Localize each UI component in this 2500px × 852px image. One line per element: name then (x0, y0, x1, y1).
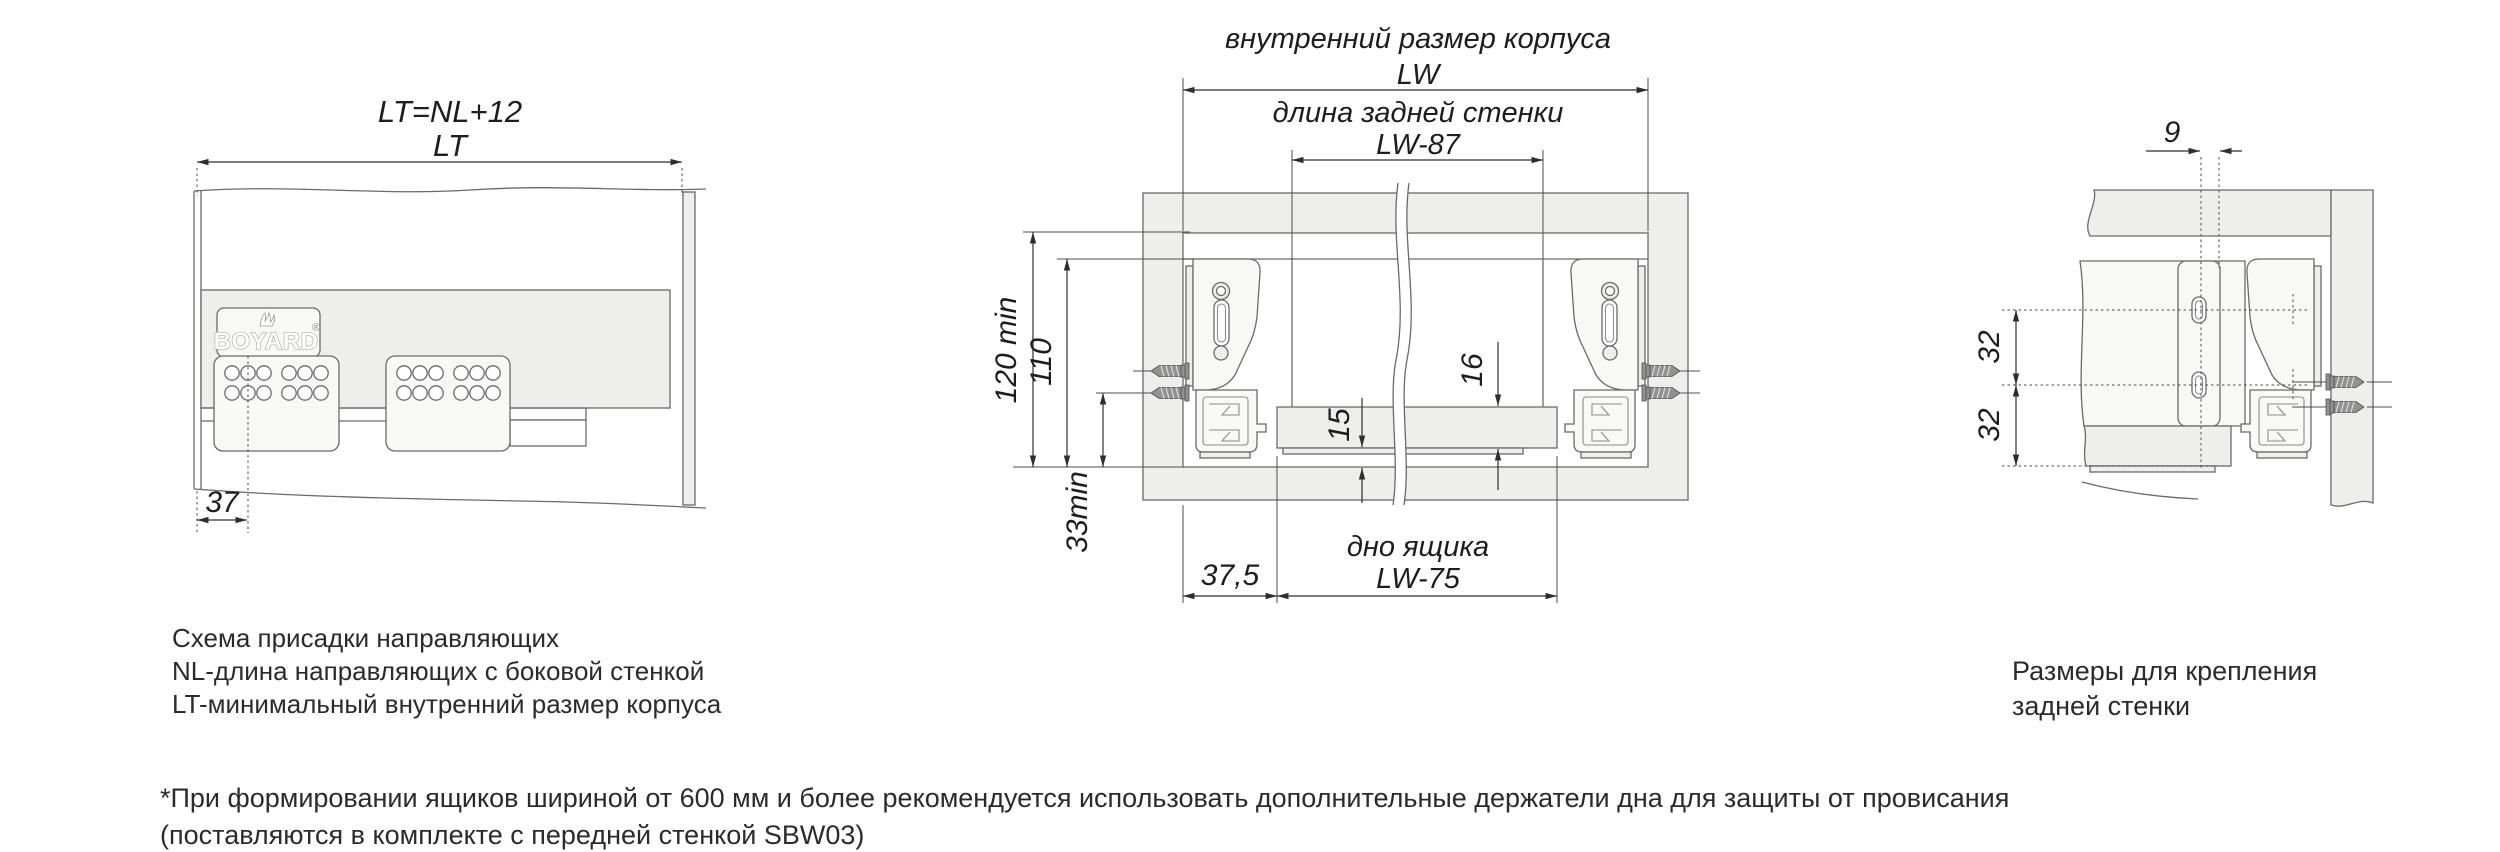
caption-line: задней стенки (2012, 691, 2191, 721)
back-wall-bracket (2177, 260, 2221, 427)
drilling-plate-front (213, 355, 340, 452)
caption-line: Схема присадки направляющих (172, 623, 560, 653)
back-panel-strip (2330, 189, 2374, 507)
caption-line: NL-длина направляющих с боковой стенкой (172, 656, 705, 686)
middle-diagram-cross-section: внутренний размер корпуса LW длина задне… (990, 23, 1700, 603)
dim-label-lw: LW (1397, 59, 1442, 91)
panel-break-line-top (193, 187, 707, 193)
label-inner-cabinet-size: внутренний размер корпуса (1225, 23, 1611, 55)
dim-label-37: 37 (205, 486, 240, 519)
dim-label-120min: 120 min (990, 297, 1023, 404)
footnote: *При формировании ящиков шириной от 600 … (160, 780, 2009, 852)
dim-label-9: 9 (2164, 116, 2181, 149)
footnote-line: *При формировании ящиков шириной от 600 … (160, 783, 2010, 813)
cabinet-top-panel (2087, 189, 2332, 237)
panel-break-line-bottom (193, 488, 707, 509)
break-line-bottom (2081, 481, 2199, 500)
rail-step (510, 407, 587, 421)
dim-label-lt: LT (433, 128, 469, 163)
dimension-9: 9 (2146, 116, 2242, 470)
brand-logo: BOYARD (214, 328, 319, 355)
caption-line: LT-минимальный внутренний размер корпуса (172, 689, 722, 719)
dim-label-lw87: LW-87 (1376, 129, 1462, 161)
slide-adjustment-holes-left (1211, 281, 1231, 361)
drawer-bottom-lip-rear (2089, 465, 2216, 473)
dimension-lw75: дно ящика LW-75 (1277, 456, 1558, 603)
dim-label-15: 15 (1323, 408, 1356, 442)
drawer-bottom-panel (1276, 406, 1558, 449)
dim-label-lw75: LW-75 (1376, 563, 1461, 595)
right-diagram-back-wall-mounting: 9 32 32 (1973, 116, 2392, 507)
flame-icon (259, 311, 276, 327)
dimension-120min: 120 min (990, 231, 1190, 468)
dim-label-37-5: 37,5 (1201, 559, 1260, 592)
registered-mark: ® (312, 322, 320, 334)
dimension-15: 15 (1323, 398, 1366, 503)
dimension-16: 16 (1456, 342, 1502, 490)
break-gap (1393, 183, 1412, 505)
break-line (1392, 182, 1401, 506)
dimension-lw87: длина задней стенки LW-87 (1273, 97, 1564, 259)
boyard-logo-plate: BOYARD ® (213, 307, 321, 358)
slide-adjustment-holes-right (1600, 281, 1620, 361)
dim-label-16: 16 (1456, 353, 1489, 387)
caption-line: Размеры для крепления (2012, 656, 2318, 686)
cabinet-wall-strip (682, 191, 696, 506)
dim-label-33min: 33min (1061, 471, 1094, 553)
label-back-wall-length: длина задней стенки (1273, 97, 1564, 129)
dimension-lt: LT=NL+12 LT (196, 94, 683, 196)
break-line (1403, 182, 1412, 506)
drawer-slide-profile-rear (2240, 258, 2322, 459)
label-drawer-bottom: дно ящика (1347, 531, 1489, 563)
drawer-bottom-panel-rear (2083, 425, 2232, 467)
footnote-line: (поставляются в комплекте с передней сте… (160, 820, 865, 850)
left-diagram-caption: Схема присадки направляющих NL-длина нап… (172, 622, 721, 721)
dimension-110: 110 (1025, 258, 1193, 467)
left-diagram-drilling-scheme: BOYARD ® LT=NL+12 LT 3 (193, 94, 707, 533)
dimension-lw: внутренний размер корпуса LW (1182, 23, 1649, 231)
dim-label-110: 110 (1025, 338, 1058, 386)
bracket-plate (2177, 260, 2221, 427)
dim-label-32-upper: 32 (1973, 330, 2006, 364)
dim-label-32-lower: 32 (1973, 408, 2006, 442)
dimension-37-5: 37,5 (1182, 456, 1278, 603)
dimension-32-pair: 32 32 (1973, 309, 2282, 467)
dimension-33min: 33min (1061, 393, 1107, 553)
dimension-37: 37 (196, 486, 247, 532)
drilling-plate-rear (385, 355, 511, 452)
rail-rear-bracket (509, 419, 587, 447)
dim-label-lt-formula: LT=NL+12 (378, 94, 522, 129)
right-diagram-caption: Размеры для крепления задней стенки (2012, 654, 2317, 724)
